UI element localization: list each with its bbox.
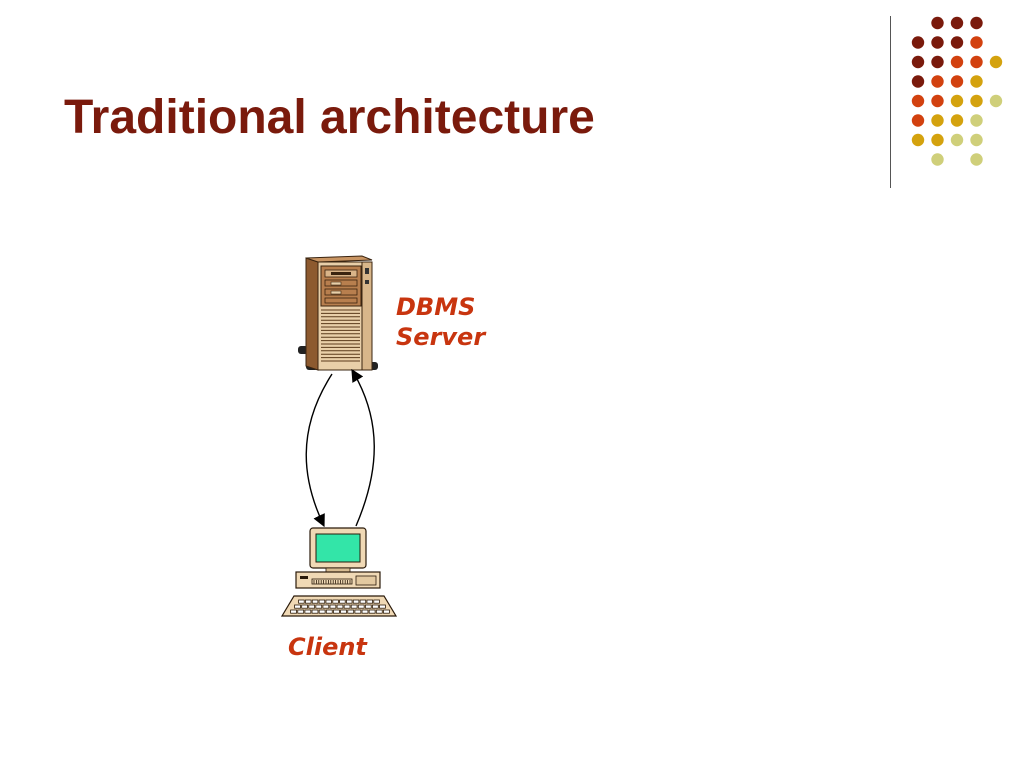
decorative-dot	[970, 114, 983, 127]
keyboard-key	[347, 609, 355, 614]
keyboard-key	[304, 609, 312, 614]
keyboard-key	[361, 609, 369, 614]
keyboard-key	[333, 609, 340, 614]
decorative-dot	[950, 94, 964, 108]
decorative-dot	[950, 16, 964, 30]
keyboard-key	[366, 599, 373, 604]
keyboard-key	[308, 604, 316, 609]
keyboard-key	[340, 609, 347, 614]
decorative-dot	[911, 36, 925, 49]
keyboard-key	[368, 609, 376, 614]
request-arrow	[305, 373, 333, 528]
server-tower-icon	[298, 255, 378, 371]
decorative-dot	[911, 94, 925, 108]
decorative-dot	[970, 133, 983, 147]
response-arrow	[351, 368, 375, 527]
decorative-dot	[931, 55, 944, 69]
keyboard-key	[315, 604, 323, 609]
keyboard-key	[297, 609, 305, 614]
decorative-dot	[931, 133, 944, 147]
keyboard-key	[383, 609, 390, 614]
decorative-dot	[970, 75, 983, 88]
keyboard-key	[350, 604, 358, 609]
title-divider-line	[890, 16, 891, 188]
decorative-dot	[931, 75, 944, 88]
decorative-dot	[970, 94, 983, 108]
keyboard-key	[352, 599, 360, 604]
decorative-dot	[911, 114, 925, 127]
decorative-dot	[950, 75, 964, 88]
keyboard-key	[318, 609, 326, 614]
keyboard-key	[311, 599, 319, 604]
keyboard-key	[343, 604, 351, 609]
keyboard-key	[375, 609, 383, 614]
decorative-dot	[950, 133, 964, 147]
keyboard-key	[325, 609, 333, 614]
page-title: Traditional architecture	[64, 91, 595, 144]
decorative-dot	[931, 16, 944, 30]
keyboard-key	[332, 599, 339, 604]
decorative-dot-grid-icon	[911, 16, 1003, 166]
decorative-dot	[970, 36, 983, 49]
decorative-dot	[950, 36, 964, 49]
keyboard-key	[373, 599, 380, 604]
decorative-dot	[970, 153, 983, 166]
keyboard-key	[294, 604, 301, 609]
keyboard-key	[372, 604, 379, 609]
client-label: Client	[288, 633, 367, 661]
dbms-server-label: DBMS Server	[396, 292, 485, 352]
keyboard-key	[322, 604, 330, 609]
decorative-dot	[931, 94, 944, 108]
keyboard-key	[301, 604, 308, 609]
decorative-dot	[989, 55, 1003, 69]
decorative-dot	[931, 153, 944, 166]
decorative-dot	[911, 55, 925, 69]
keyboard-key	[364, 604, 372, 609]
keyboard-key	[311, 609, 319, 614]
keyboard-key	[318, 599, 326, 604]
keyboard-key	[290, 609, 297, 614]
keyboard-key	[354, 609, 362, 614]
decorative-dot	[950, 55, 964, 69]
desktop-computer-icon	[280, 527, 398, 617]
decorative-dot	[931, 36, 944, 49]
decorative-dot	[970, 16, 983, 30]
decorative-dot	[989, 94, 1003, 108]
keyboard-key	[379, 604, 386, 609]
decorative-dot	[911, 133, 925, 147]
keyboard-key	[336, 604, 344, 609]
keyboard-key	[325, 599, 332, 604]
decorative-dot	[931, 114, 944, 127]
decorative-dot	[911, 75, 925, 88]
keyboard-key	[329, 604, 337, 609]
keyboard-key	[305, 599, 312, 604]
dbms-server-label-line2: Server	[396, 323, 486, 351]
dbms-server-label-line1: DBMS	[396, 293, 476, 321]
decorative-dot	[950, 114, 964, 127]
keyboard-key	[346, 599, 353, 604]
keyboard-key	[339, 599, 346, 604]
keyboard-key	[298, 599, 305, 604]
keyboard-key	[359, 599, 367, 604]
keyboard-key	[357, 604, 365, 609]
decorative-dot	[970, 55, 983, 69]
